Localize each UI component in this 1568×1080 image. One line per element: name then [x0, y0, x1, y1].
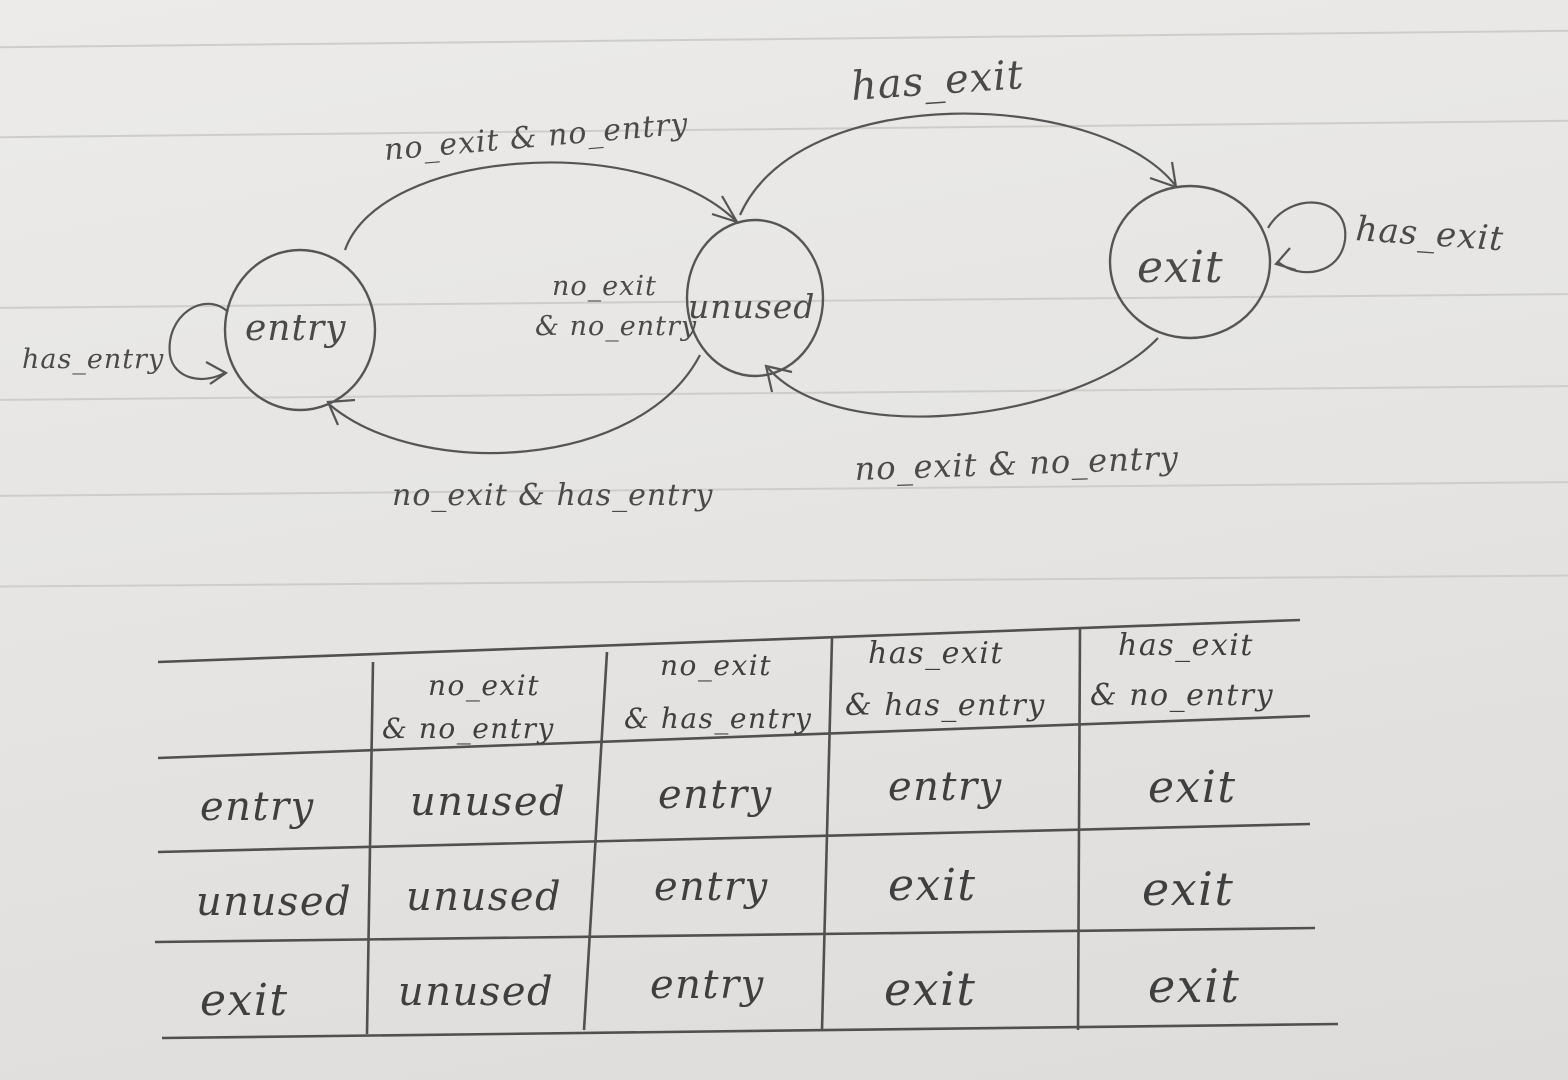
table-cell-r2-c4: exit	[1142, 862, 1234, 916]
transition-table: no_exit & no_entry no_exit & has_entry h…	[154, 618, 1339, 1040]
table-cell-r3-c3: exit	[884, 962, 976, 1016]
arrowhead-unused-to-entry	[326, 398, 356, 426]
table-cell-r1-c4: exit	[1148, 762, 1237, 813]
arrowhead-exit-self	[1274, 247, 1297, 272]
edge-unused-to-exit	[738, 112, 1176, 216]
table-cell-r1-c1: unused	[410, 779, 566, 825]
state-unused: unused	[685, 218, 825, 378]
table-cell-r3-c2: entry	[650, 962, 765, 1008]
table-cell-r3-c1: unused	[398, 969, 554, 1015]
table-bottom-rule	[161, 1022, 1339, 1040]
table-col-rule	[820, 637, 834, 1031]
table-header-col3-line2: & has_entry	[845, 688, 1046, 723]
table-row-rule	[154, 926, 1316, 944]
table-row-label-unused: unused	[196, 879, 352, 925]
state-exit: exit	[1108, 184, 1272, 340]
edge-entry-to-unused	[343, 161, 736, 251]
table-cell-r2-c3: exit	[888, 860, 977, 911]
table-header-col1-line1: no_exit	[428, 669, 540, 702]
table-cell-r2-c2: entry	[654, 864, 769, 910]
label-unused-self-line2: & no_entry	[535, 311, 697, 342]
table-header-col2-line2: & has_entry	[624, 702, 812, 735]
label-unused-to-entry: no_exit & has_entry	[392, 478, 714, 513]
label-entry-self: has_entry	[22, 344, 164, 375]
table-header-col3-line1: has_exit	[868, 636, 1004, 671]
table-header-col4-line1: has_exit	[1118, 628, 1254, 663]
label-entry-to-unused: no_exit & no_entry	[383, 106, 690, 167]
table-cell-r2-c1: unused	[406, 874, 562, 920]
arrowhead-entry-to-unused	[711, 195, 740, 224]
state-entry-label: entry	[245, 308, 347, 349]
table-header-col2-line1: no_exit	[660, 649, 772, 682]
table-col-rule	[582, 651, 609, 1031]
edge-entry-self	[168, 302, 229, 380]
table-row-label-entry: entry	[200, 784, 315, 830]
state-entry: entry	[223, 248, 377, 412]
table-cell-r1-c2: entry	[658, 772, 773, 818]
table-row-rule	[157, 822, 1311, 854]
arrowhead-unused-to-exit	[1149, 161, 1178, 189]
state-entry-circle	[223, 248, 377, 412]
state-unused-circle	[685, 218, 825, 378]
table-header-col1-line2: & no_entry	[382, 712, 555, 745]
state-exit-circle	[1108, 184, 1272, 340]
table-top-rule	[157, 618, 1301, 664]
arrowhead-exit-to-unused	[764, 364, 793, 393]
edge-exit-self	[1267, 201, 1347, 274]
table-header-col4-line2: & no_entry	[1090, 678, 1274, 713]
state-exit-label: exit	[1137, 242, 1224, 293]
arrowhead-entry-self	[205, 361, 229, 385]
label-unused-to-exit: has_exit	[849, 52, 1025, 110]
label-unused-self-line1: no_exit	[552, 271, 657, 302]
table-col-rule	[1076, 627, 1082, 1031]
table-header-rule	[157, 714, 1311, 760]
table-cell-r3-c4: exit	[1148, 959, 1240, 1013]
label-exit-self: has_exit	[1354, 209, 1505, 259]
table-cell-r1-c3: entry	[888, 764, 1003, 810]
table-col-rule	[365, 661, 375, 1035]
label-exit-to-unused: no_exit & no_entry	[854, 439, 1180, 488]
state-unused-label: unused	[688, 287, 815, 326]
table-row-label-exit: exit	[200, 975, 289, 1026]
edge-exit-to-unused	[767, 337, 1159, 418]
edge-unused-to-entry	[329, 354, 701, 455]
